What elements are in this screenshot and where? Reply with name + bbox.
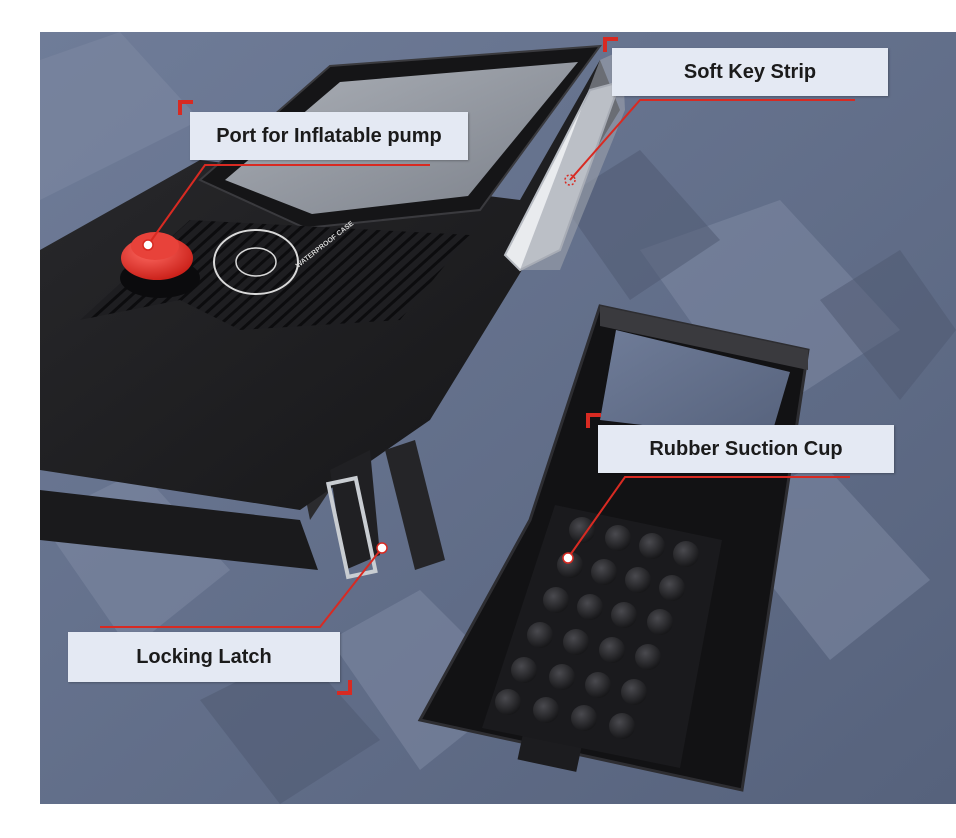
suction-cup [511, 657, 537, 683]
suction-cup [563, 629, 589, 655]
port-leader-line [147, 164, 430, 246]
suction-cup [577, 594, 603, 620]
softkey-corner-mark [603, 37, 618, 52]
suction-cup-callout-label: Rubber Suction Cup [598, 425, 894, 473]
softkey-anchor-dot [564, 174, 576, 186]
callout-anchor-dots [142, 174, 576, 564]
suction-cup [543, 587, 569, 613]
soft-key-callout-label: Soft Key Strip [612, 48, 888, 96]
case-bottom-frame [40, 490, 318, 570]
port-callout-label: Port for Inflatable pump [190, 112, 468, 160]
suction-cup [625, 567, 651, 593]
latch-corner-mark [337, 680, 352, 695]
latch-leader-line [100, 547, 383, 628]
suction-cup [609, 713, 635, 739]
port-anchor-dot [142, 239, 154, 251]
suction-cup [585, 672, 611, 698]
suction-cup [605, 525, 631, 551]
suction-cup [549, 664, 575, 690]
suction-anchor-dot [562, 552, 574, 564]
suction-cup [647, 609, 673, 635]
pump-port-cap [131, 232, 179, 260]
suction-corner-mark [586, 413, 601, 428]
suction-cup [673, 541, 699, 567]
suction-cup [533, 697, 559, 723]
suction-cup [571, 705, 597, 731]
callout-corner-marks [178, 37, 618, 695]
suction-cup [527, 622, 553, 648]
suction-cup [659, 575, 685, 601]
back-cover-rim [600, 306, 808, 370]
locking-latch [325, 440, 445, 580]
suction-cup-grid [495, 517, 699, 739]
background-diamonds-dark [200, 150, 956, 804]
back-cover-window [600, 330, 790, 440]
softkey-leader-line [569, 99, 855, 181]
case-right-edge [520, 50, 625, 270]
suction-cup [495, 689, 521, 715]
locking-latch-callout-label: Locking Latch [68, 632, 340, 682]
suction-cup [591, 559, 617, 585]
latch-anchor-dot [376, 542, 388, 554]
suction-cup [611, 602, 637, 628]
logo-badge-icon [213, 229, 299, 295]
suction-cup [569, 517, 595, 543]
suction-cup [639, 533, 665, 559]
suction-leader-line [567, 476, 850, 559]
suction-cup [621, 679, 647, 705]
suction-cup [599, 637, 625, 663]
suction-cup [635, 644, 661, 670]
logo-frog-icon [235, 247, 277, 277]
callout-leaders [100, 99, 855, 628]
port-corner-mark [178, 100, 193, 115]
